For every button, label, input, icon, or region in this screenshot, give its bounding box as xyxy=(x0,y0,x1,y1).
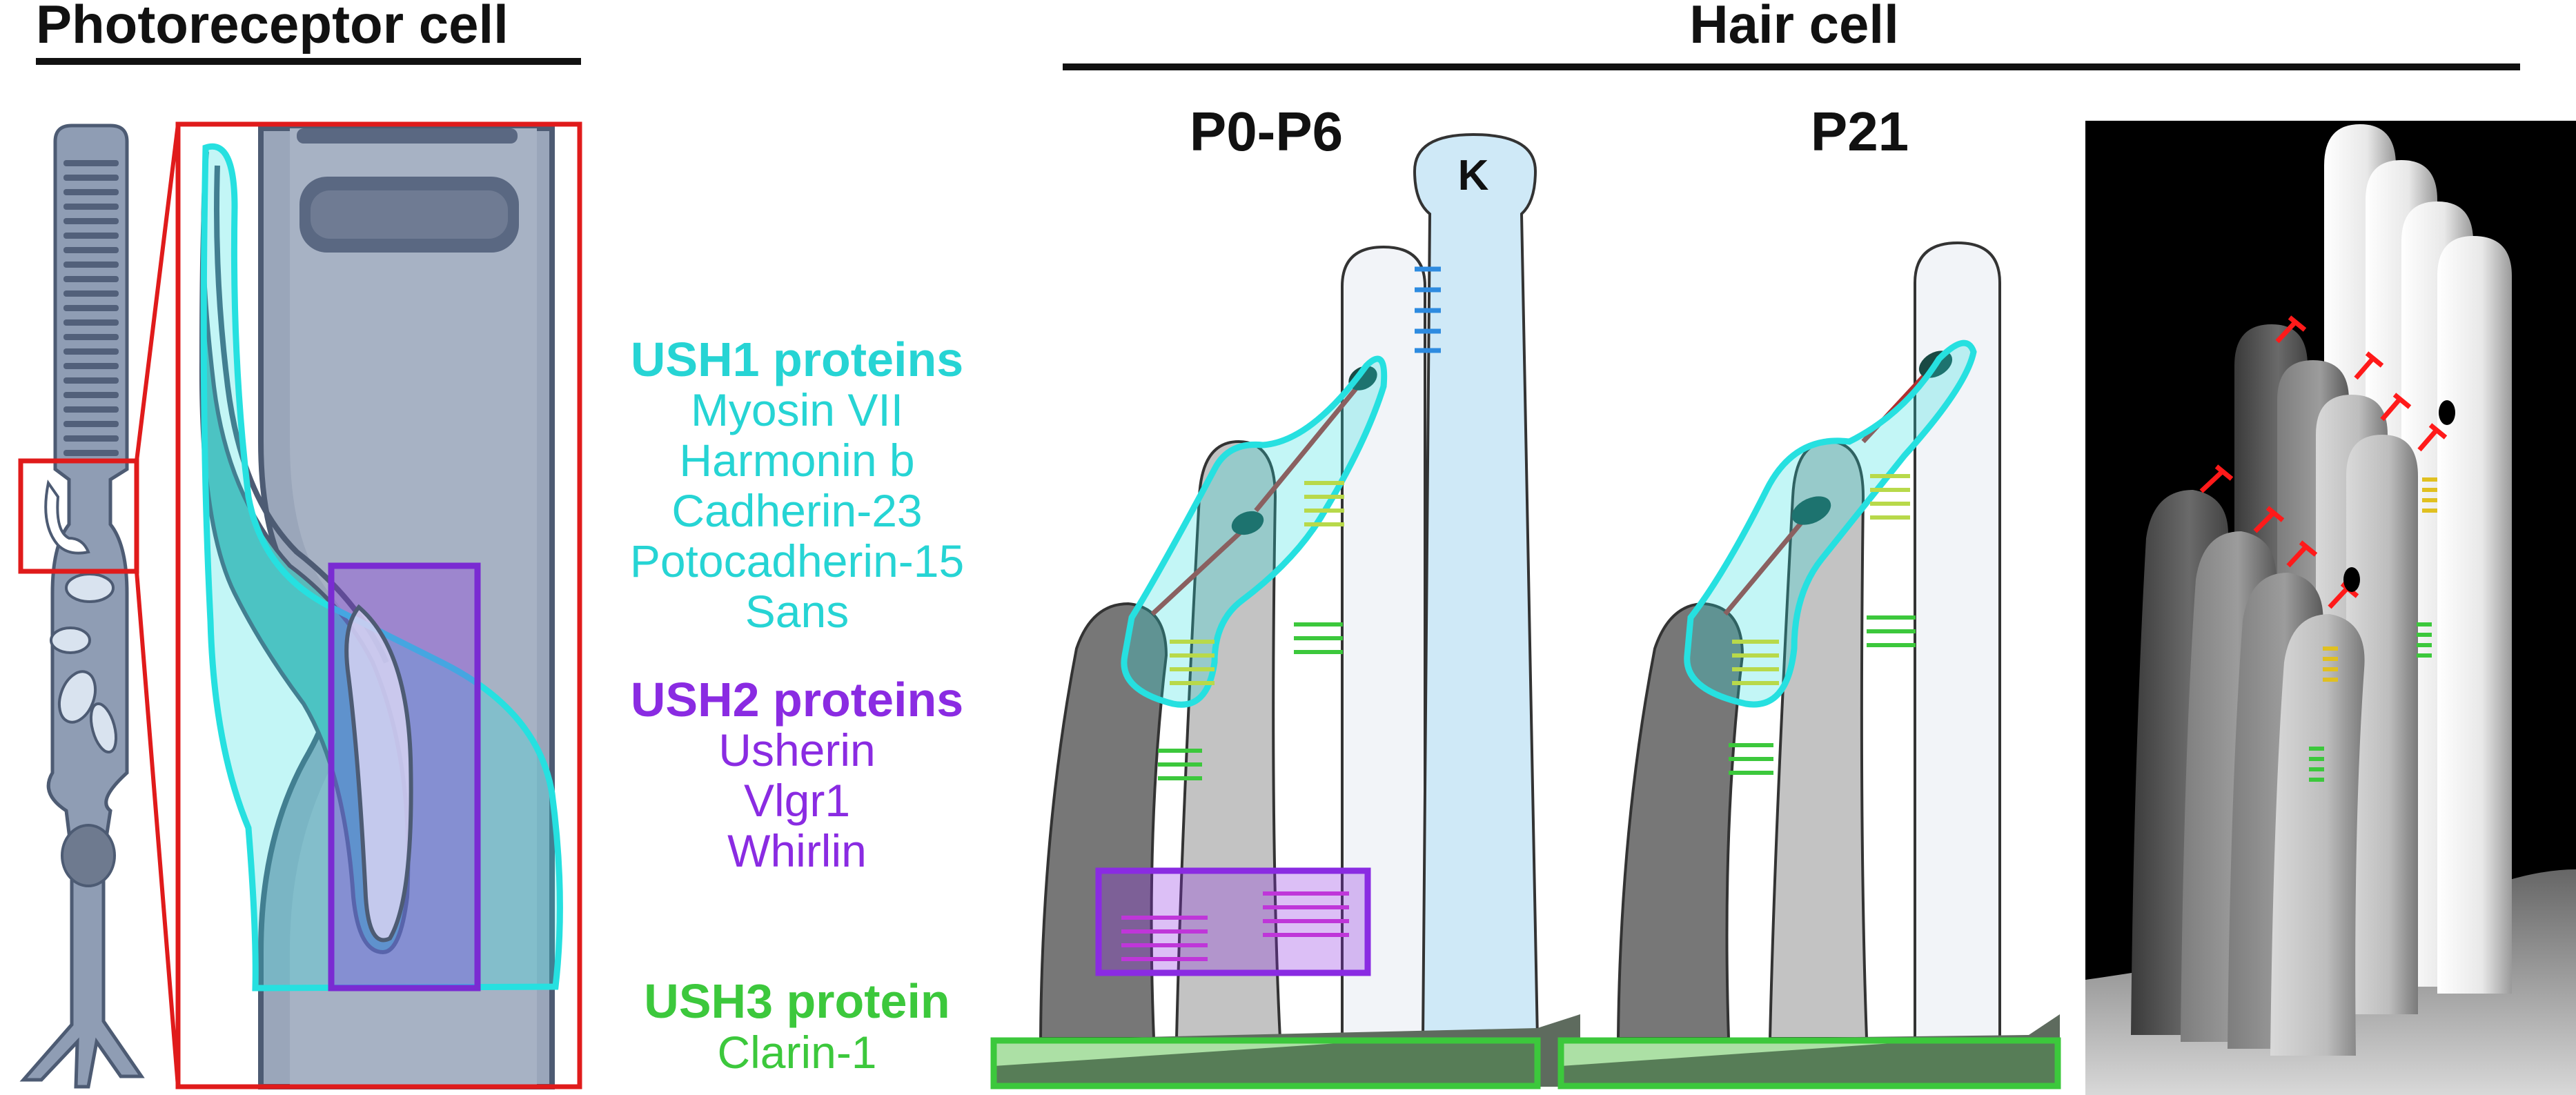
p21-label: P21 xyxy=(1811,101,1909,162)
outer-segment-discs xyxy=(63,160,119,456)
tip-links xyxy=(1150,374,1368,616)
hair-bundle-3d-render xyxy=(2085,121,2576,1095)
render-tip-links xyxy=(2199,315,2448,609)
render-links-green xyxy=(2309,622,2432,782)
disc-zoom-upper xyxy=(297,128,518,144)
ush1-item: Potocadherin-15 xyxy=(630,535,964,586)
lateral-links-green-p21 xyxy=(1729,615,1916,775)
ush3-item: Clarin-1 xyxy=(717,1027,876,1078)
photoreceptor-nucleus xyxy=(61,824,116,887)
ush1-item: Harmonin b xyxy=(679,435,914,486)
ush1-region-zoom xyxy=(200,143,563,992)
hair-bundle-p0-p6: K xyxy=(990,132,1580,1089)
lateral-links-green xyxy=(1158,622,1343,780)
ush3-region-p21 xyxy=(1557,1037,2061,1089)
photoreceptor-outline xyxy=(19,124,145,1089)
cuticular-plate-light-p21 xyxy=(1561,1040,1932,1066)
photoreceptor-cell xyxy=(18,124,145,1089)
zoom-frame xyxy=(175,121,582,1089)
photoreceptor-zoom-box xyxy=(18,458,139,574)
zoom-connector-bottom xyxy=(135,571,180,1087)
kinocilium-label: K xyxy=(1458,152,1489,199)
ush1-region-p21 xyxy=(1684,339,1977,708)
cuticular-plate-light-p0-p6 xyxy=(994,1040,1380,1066)
disc-zoom-inner xyxy=(311,190,508,239)
ush1-region-p0-p6 xyxy=(1121,355,1388,708)
render-tip-densities xyxy=(2343,400,2455,592)
ush1-title: USH1 proteins xyxy=(631,333,963,386)
photoreceptor-heading-underline xyxy=(36,58,581,65)
p0-p6-label: P0-P6 xyxy=(1190,101,1343,162)
hair-cell-heading-underline xyxy=(1063,63,2520,70)
stereocilium-tall-p21 xyxy=(1914,241,2001,1040)
kinocilial-links xyxy=(1415,266,1441,353)
cuticular-plate-p0-p6 xyxy=(994,1014,1580,1087)
ush2-region-p0-p6 xyxy=(1095,867,1371,976)
ush1-item: Myosin VII xyxy=(691,384,903,435)
protein-legend: USH1 proteins Myosin VII Harmonin b Cadh… xyxy=(630,333,964,1078)
ush1-item: Sans xyxy=(745,586,849,637)
hair-bundle-p21 xyxy=(1557,241,2061,1089)
photoreceptor-zoom xyxy=(175,121,582,1089)
mitochondria xyxy=(50,573,118,754)
ush3-title: USH3 protein xyxy=(644,974,950,1028)
ush2-item: Vlgr1 xyxy=(744,775,850,826)
hair-cell-heading: Hair cell xyxy=(1689,0,1899,55)
ush2-cilium-core xyxy=(344,604,413,943)
ush2-item: Whirlin xyxy=(727,825,867,876)
cuticular-plate-p21 xyxy=(1561,1014,2060,1087)
lateral-links-yellow xyxy=(1170,481,1344,685)
photoreceptor-heading: Photoreceptor cell xyxy=(36,0,509,55)
lateral-links-yellow-p21 xyxy=(1732,474,1910,685)
ush2-item: Usherin xyxy=(718,724,875,776)
render-stereocilia-front xyxy=(2131,490,2365,1056)
ush3-region-p0-p6 xyxy=(990,1037,1541,1089)
calyceal-process xyxy=(44,480,90,555)
render-links-yellow xyxy=(2323,477,2437,682)
ush1-item: Cadherin-23 xyxy=(671,485,922,536)
zoom-connector-top xyxy=(135,124,180,462)
kinocilium xyxy=(1413,132,1540,1040)
ankle-links xyxy=(1121,891,1349,961)
ush2-title: USH2 proteins xyxy=(631,673,963,727)
